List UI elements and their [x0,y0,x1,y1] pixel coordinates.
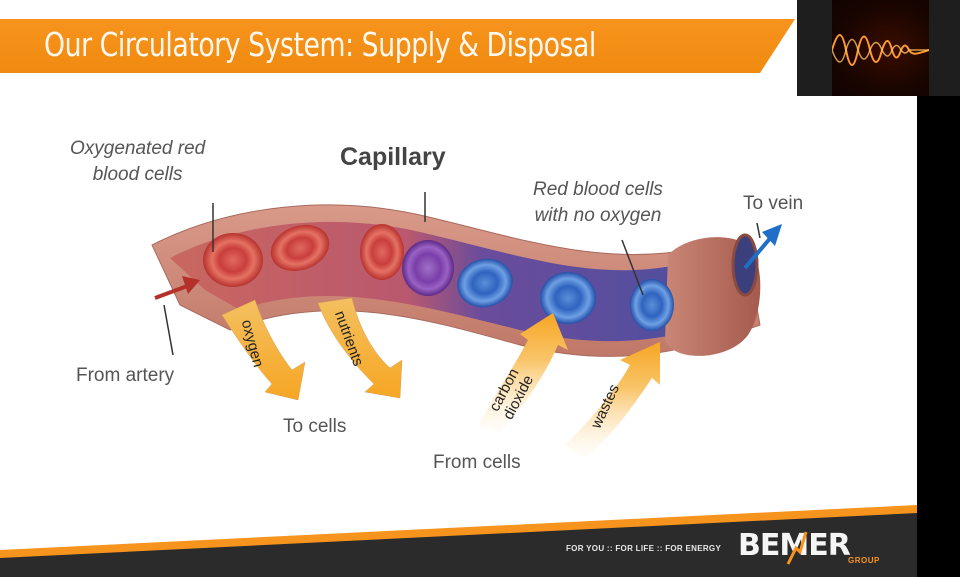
deoxygenated-blood-cell [457,258,513,308]
red-blood-cell [270,224,330,272]
to-vein-label: To vein [743,193,804,214]
nutrients-arrow [317,297,403,399]
vein-outflow-arrow [743,234,774,270]
waveform-icon [831,0,930,96]
artery-arrowhead [182,276,200,294]
transitioning-blood-cell [402,240,454,296]
deoxygenated-label-line1: Red blood cells [533,179,663,200]
presenter-thumbnail[interactable] [797,0,960,96]
from-artery-label: From artery [76,365,175,386]
brand-logo-accent-icon [786,531,808,565]
deoxygenated-pointer-line [621,239,644,296]
oxygenated-label-line2: blood cells [92,164,183,185]
title-banner: Our Circulatory System: Supply & Disposa… [0,19,800,73]
from-cells-label: From cells [433,452,521,473]
deoxygenated-blood-cell [630,279,674,331]
deoxygenated-label-line2: with no oxygen [534,205,662,226]
slide-title: Our Circulatory System: Supply & Disposa… [44,25,596,64]
vein-arrowhead [762,224,782,246]
deoxygenated-blood-cell [540,272,596,324]
deoxygenated-cells-label: Red blood cells with no oxygen [533,177,663,229]
footer-tagline: FOR YOU :: FOR LIFE :: FOR ENERGY [566,544,722,553]
red-blood-cell [203,233,263,287]
red-blood-cell [360,224,404,280]
artery-inflow-arrow [154,283,191,300]
oxygen-arrow [221,299,306,401]
artery-pointer-line [163,304,174,356]
to-cells-label: To cells [283,416,347,437]
oxygenated-label-line1: Oxygenated red [70,138,206,159]
slide: Our Circulatory System: Supply & Disposa… [0,0,917,577]
brand-logo: BEMER [738,528,851,563]
vein-pointer-line [756,222,761,239]
carbon-dioxide-arrow [478,313,568,432]
capillary-heading: Capillary [340,143,446,171]
title-banner-shape [0,19,795,73]
oxygenated-cells-label: Oxygenated red blood cells [70,136,205,188]
brand-subtitle: GROUP [848,556,880,565]
capillary-diagram [151,192,782,458]
wastes-arrow [565,342,660,458]
